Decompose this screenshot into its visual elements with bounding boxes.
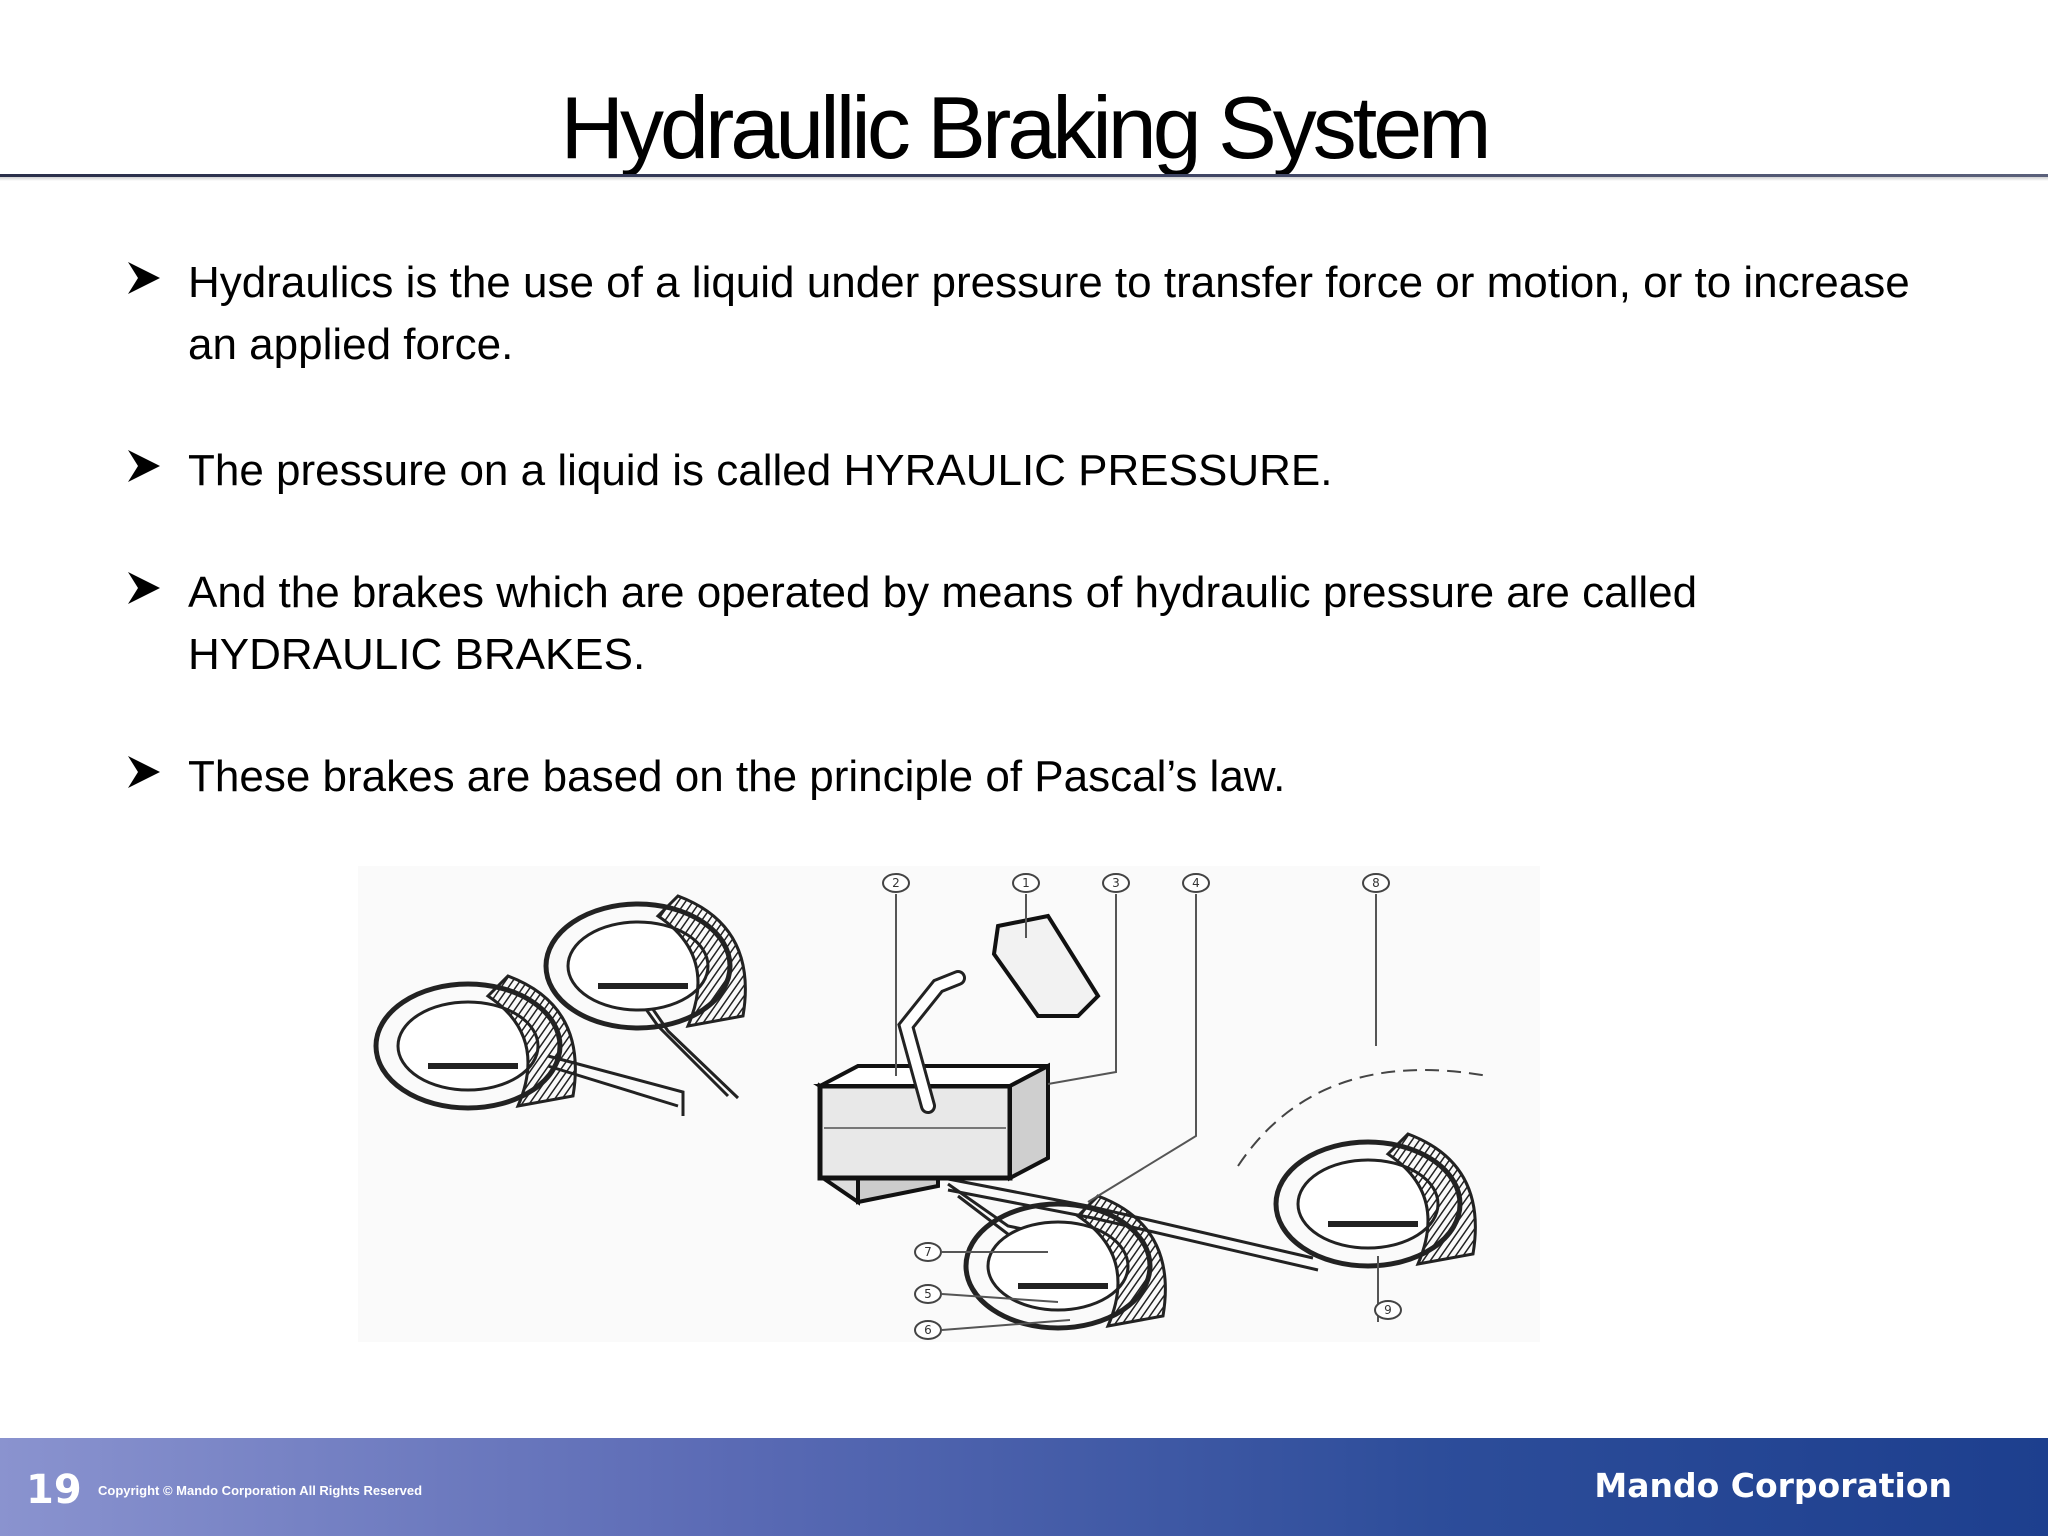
arrowhead-bullet-icon <box>128 262 160 294</box>
callout-9: 9 <box>1384 1303 1392 1317</box>
bullet-text: The pressure on a liquid is called HYRAU… <box>188 446 1333 495</box>
arrowhead-bullet-icon <box>128 572 160 604</box>
brake-pedal <box>897 913 1101 1114</box>
bullet-text: These brakes are based on the principle … <box>188 752 1286 801</box>
bullet-item: The pressure on a liquid is called HYRAU… <box>126 440 1946 502</box>
company-logo: Mando Corporation <box>1594 1466 1952 1505</box>
callout-labels: 2 1 3 4 8 7 5 6 9 <box>882 873 1402 1340</box>
bullet-item: These brakes are based on the principle … <box>126 746 1946 808</box>
callout-8: 8 <box>1372 876 1380 890</box>
bullet-list: Hydraulics is the use of a liquid under … <box>126 252 1946 808</box>
slide-title: Hydraullic Braking System <box>560 78 1492 177</box>
callout-2: 2 <box>892 876 900 890</box>
arrowhead-bullet-icon <box>128 450 160 482</box>
title-divider-shadow <box>0 177 2048 181</box>
hydraulic-brake-diagram: 2 1 3 4 8 7 5 6 9 <box>358 866 1540 1342</box>
brake-wheel-rear-left <box>963 1194 1167 1331</box>
callout-6: 6 <box>924 1323 932 1337</box>
callout-3: 3 <box>1112 876 1120 890</box>
callout-7: 7 <box>924 1245 932 1259</box>
callout-leaders <box>895 894 1379 1331</box>
callout-4: 4 <box>1192 876 1200 890</box>
bullet-item: Hydraulics is the use of a liquid under … <box>126 252 1946 376</box>
page-number: 19 <box>26 1467 82 1513</box>
master-cylinder <box>813 1062 1050 1206</box>
callout-1: 1 <box>1022 876 1030 890</box>
brake-wheel-rear-right <box>1237 1069 1489 1269</box>
brake-wheel-front-right <box>543 894 747 1031</box>
copyright-notice: Copyright © Mando Corporation All Rights… <box>98 1483 423 1498</box>
bullet-text: Hydraulics is the use of a liquid under … <box>188 258 1910 369</box>
callout-5: 5 <box>924 1287 932 1301</box>
title-divider <box>0 174 2048 177</box>
bullet-item: And the brakes which are operated by mea… <box>126 562 1946 686</box>
brake-wheel-front-left <box>373 974 577 1111</box>
bullet-text: And the brakes which are operated by mea… <box>188 568 1698 679</box>
arrowhead-bullet-icon <box>128 756 160 788</box>
footer-bar <box>0 1438 2048 1536</box>
